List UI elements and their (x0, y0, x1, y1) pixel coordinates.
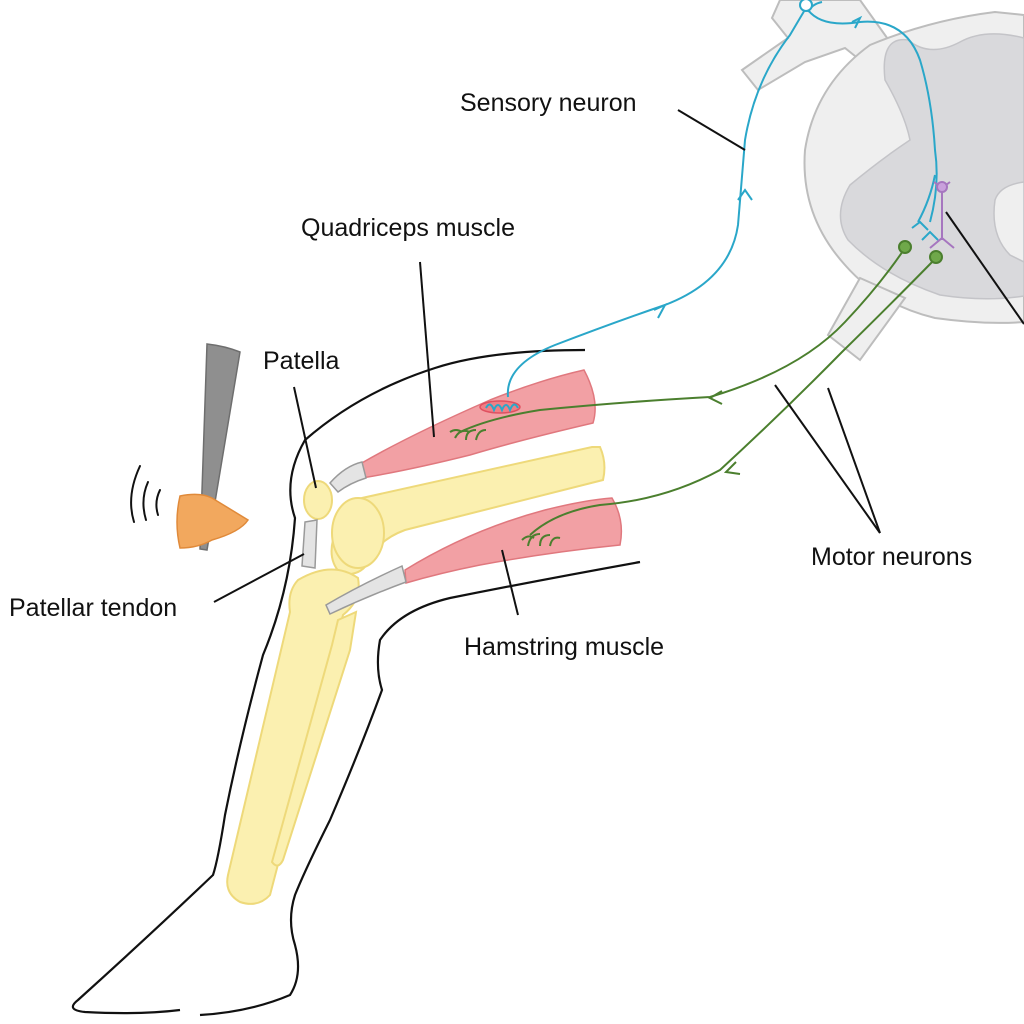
quadriceps-tendon (328, 461, 367, 494)
spinal-cord-notch (993, 181, 1024, 263)
vibration-arc-middle (142, 481, 149, 521)
leader-motor-neuron-1 (774, 384, 881, 534)
motor-end-plate-quadriceps (449, 429, 487, 441)
sensory-neuron-terminal-right (921, 230, 939, 241)
label-hamstring-muscle: Hamstring muscle (464, 633, 664, 661)
patellar-tendon-shape (301, 519, 318, 569)
label-quadriceps-muscle: Quadriceps muscle (301, 214, 515, 242)
motor-neurons (449, 240, 943, 547)
reflex-hammer-icon (176, 343, 250, 551)
hamstring-tendon (325, 564, 407, 616)
sensory-neuron-coil (485, 403, 519, 413)
leg-outline (71, 348, 641, 1017)
sensory-neuron (485, 0, 939, 413)
sensory-arrow-spine (851, 15, 863, 29)
leader-quadriceps (419, 261, 435, 438)
sensory-neuron-central-branch (807, 9, 938, 223)
spinal-cord (740, 0, 1024, 362)
interneuron-terminal (929, 236, 955, 249)
leader-lines (213, 109, 1024, 616)
hamstring-muscle (404, 497, 623, 584)
sensory-neuron-cell-body (799, 0, 813, 12)
hammer-head (176, 493, 250, 549)
motor-neuron-hamstring-axon (529, 257, 937, 536)
motor-neuron-cell-body-1 (898, 240, 912, 254)
label-sensory-neuron: Sensory neuron (460, 89, 637, 117)
leader-hamstring (501, 549, 519, 616)
motor-neuron-cell-body-2 (929, 250, 943, 264)
sensory-neuron-branch (917, 174, 936, 223)
bones (226, 446, 606, 905)
leader-patella (293, 386, 317, 489)
tendons (301, 461, 407, 616)
fibula (270, 610, 358, 867)
label-patella: Patella (263, 347, 340, 375)
sensory-arrow-upper (737, 188, 753, 201)
interneuron (929, 181, 955, 249)
leader-patellar-tendon (213, 553, 305, 603)
motor-end-plate-hamstring (521, 533, 561, 547)
labels: Sensory neuron Quadriceps muscle Patella… (9, 89, 972, 661)
label-motor-neurons: Motor neurons (811, 543, 972, 571)
thigh-bottom-outline (199, 560, 641, 1017)
leader-interneuron (945, 211, 1024, 325)
spinal-nerve-root-ventral (826, 276, 907, 362)
sensory-neuron-axon (506, 7, 807, 398)
leader-motor-neuron-2 (827, 387, 881, 534)
patella-bone (303, 480, 333, 520)
spinal-cord-gray-matter (839, 33, 1024, 300)
vibration-arc-outer (130, 465, 141, 523)
leader-sensory-neuron (677, 109, 746, 151)
thigh-top-outline (71, 348, 586, 1015)
sensory-arrow-lower (653, 302, 668, 319)
motor-arrow-quadriceps (707, 390, 723, 405)
label-patellar-tendon: Patellar tendon (9, 594, 177, 622)
sensory-neuron-terminal-left (911, 220, 929, 231)
tibia (226, 568, 360, 905)
interneuron-cell-body (936, 181, 948, 193)
vibration-arcs-icon (130, 465, 161, 523)
motor-arrow-hamstring (723, 461, 741, 475)
femur-condyle (331, 497, 385, 569)
vibration-arc-inner (155, 489, 161, 516)
